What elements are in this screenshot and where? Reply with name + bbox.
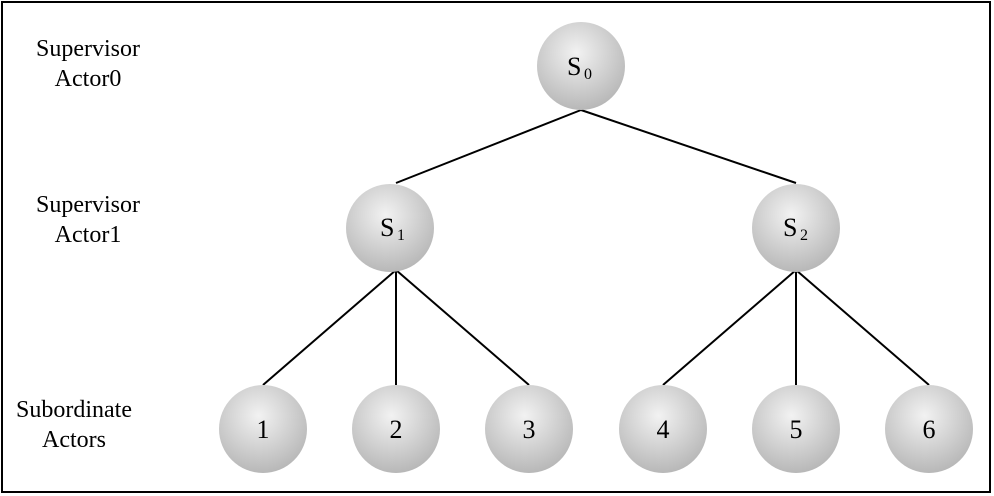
label-level1-line1: Supervisor (36, 192, 140, 218)
label-supervisor-actor1: Supervisor Actor1 (8, 190, 168, 250)
node-actor-1-circle (219, 385, 307, 473)
node-s1-subscript: 1 (397, 227, 405, 244)
edge-s1-a3 (395, 269, 530, 386)
node-actor-5: 5 (752, 385, 840, 473)
node-actor-3-label: 3 (523, 415, 536, 444)
node-s2-label: S (783, 213, 797, 242)
node-actor-1-label: 1 (257, 415, 270, 444)
node-s1: S 1 (346, 184, 434, 272)
edge-s0-s2 (580, 109, 797, 184)
node-actor-6-label: 6 (923, 415, 936, 444)
node-s1-label: S (380, 213, 394, 242)
node-s0-subscript: 0 (584, 66, 592, 83)
node-actor-2: 2 (352, 385, 440, 473)
node-s2: S 2 (752, 184, 840, 272)
node-s2-circle (752, 184, 840, 272)
edge-s1-a1 (262, 269, 397, 386)
node-s0-circle (537, 22, 625, 110)
node-actor-1: 1 (219, 385, 307, 473)
node-actor-4-circle (619, 385, 707, 473)
node-actor-2-circle (352, 385, 440, 473)
label-level1-line2: Actor1 (54, 222, 122, 248)
tree-edges (262, 109, 930, 386)
node-s0: S 0 (537, 22, 625, 110)
label-level2-line2: Actors (42, 427, 106, 453)
label-level0-line2: Actor0 (54, 66, 122, 92)
node-actor-2-label: 2 (390, 415, 403, 444)
label-supervisor-actor0: Supervisor Actor0 (8, 34, 168, 94)
node-actor-6: 6 (885, 385, 973, 473)
node-actor-4: 4 (619, 385, 707, 473)
label-subordinate-actors: Subordinate Actors (0, 395, 154, 455)
edge-s2-a6 (795, 269, 930, 386)
node-s2-subscript: 2 (800, 227, 808, 244)
node-actor-5-circle (752, 385, 840, 473)
edge-s2-a4 (662, 269, 797, 386)
label-level2-line1: Subordinate (16, 397, 132, 423)
edge-s0-s1 (395, 109, 582, 184)
node-actor-3-circle (485, 385, 573, 473)
node-actor-5-label: 5 (790, 415, 803, 444)
label-level0-line1: Supervisor (36, 36, 140, 62)
node-s1-circle (346, 184, 434, 272)
node-s0-label: S (567, 52, 581, 81)
node-actor-4-label: 4 (657, 415, 670, 444)
node-actor-6-circle (885, 385, 973, 473)
node-actor-3: 3 (485, 385, 573, 473)
